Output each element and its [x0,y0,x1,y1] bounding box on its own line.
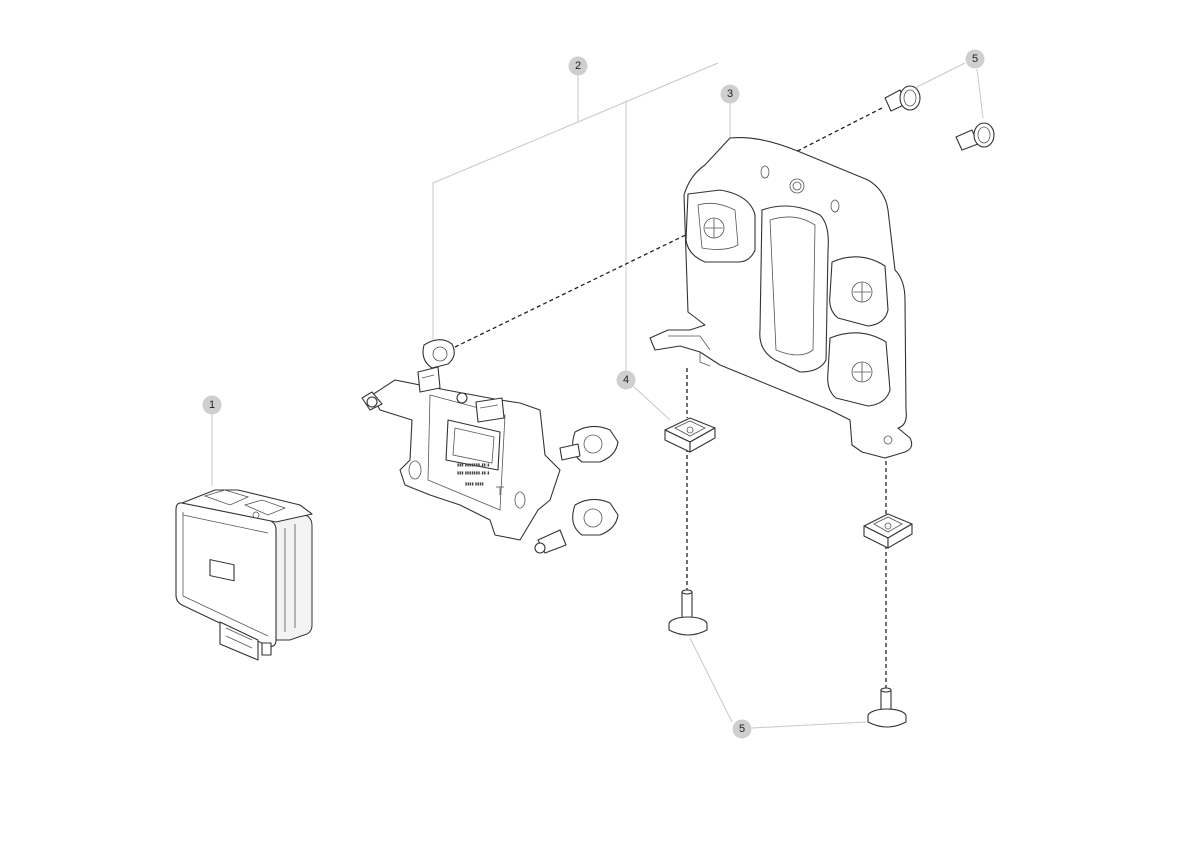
clip-nut-right [863,513,913,549]
bracket-emboss-mark-2: ▮▮▮ ▮▮▮▮▮▮▮-▮▮-▮ [457,470,489,475]
callout-5-top: 5 [965,49,985,69]
callout-1-label: 1 [209,399,215,411]
leader-4 [632,385,671,421]
leader-2-top [577,62,719,123]
callout-3: 3 [720,84,740,104]
bracket-emboss-mark-3: ▮▮▮▮ ▮▮▮▮ [465,481,484,486]
callout-3-label: 3 [727,88,733,100]
callout-1: 1 [202,395,222,415]
leader-2 [432,75,579,340]
callout-4: 4 [616,370,636,390]
leader-5b-2 [751,721,867,729]
bracket-emboss-mark: ▮▮▮ ▮▮▮▮▮▮▮-▮▮-▮ [457,462,489,467]
callout-5-top-label: 5 [972,53,978,65]
assembly-lines [454,107,887,690]
callout-5-bottom: 5 [732,719,752,739]
leader-5b-1 [689,637,733,723]
callout-4-label: 4 [623,374,629,386]
assembly-line-bracket [454,227,701,348]
bolt-top-left [884,85,921,112]
bolt-bottom-right [867,687,907,728]
mounting-plate [649,137,913,459]
leader-5a-1 [914,62,966,89]
leader-lines [211,62,984,729]
clip-nut-left [664,417,716,453]
leader-5a-2 [976,68,984,119]
bolt-bottom-left [668,589,708,636]
mounting-bracket: ▮▮▮ ▮▮▮▮▮▮▮-▮▮-▮ ▮▮▮ ▮▮▮▮▮▮▮-▮▮-▮ ▮▮▮▮ ▮… [361,339,619,554]
callout-2-label: 2 [575,60,581,72]
callout-2: 2 [568,56,588,76]
bolt-top-right [955,122,995,151]
callout-5-bottom-label: 5 [739,723,745,735]
control-module [175,489,313,661]
